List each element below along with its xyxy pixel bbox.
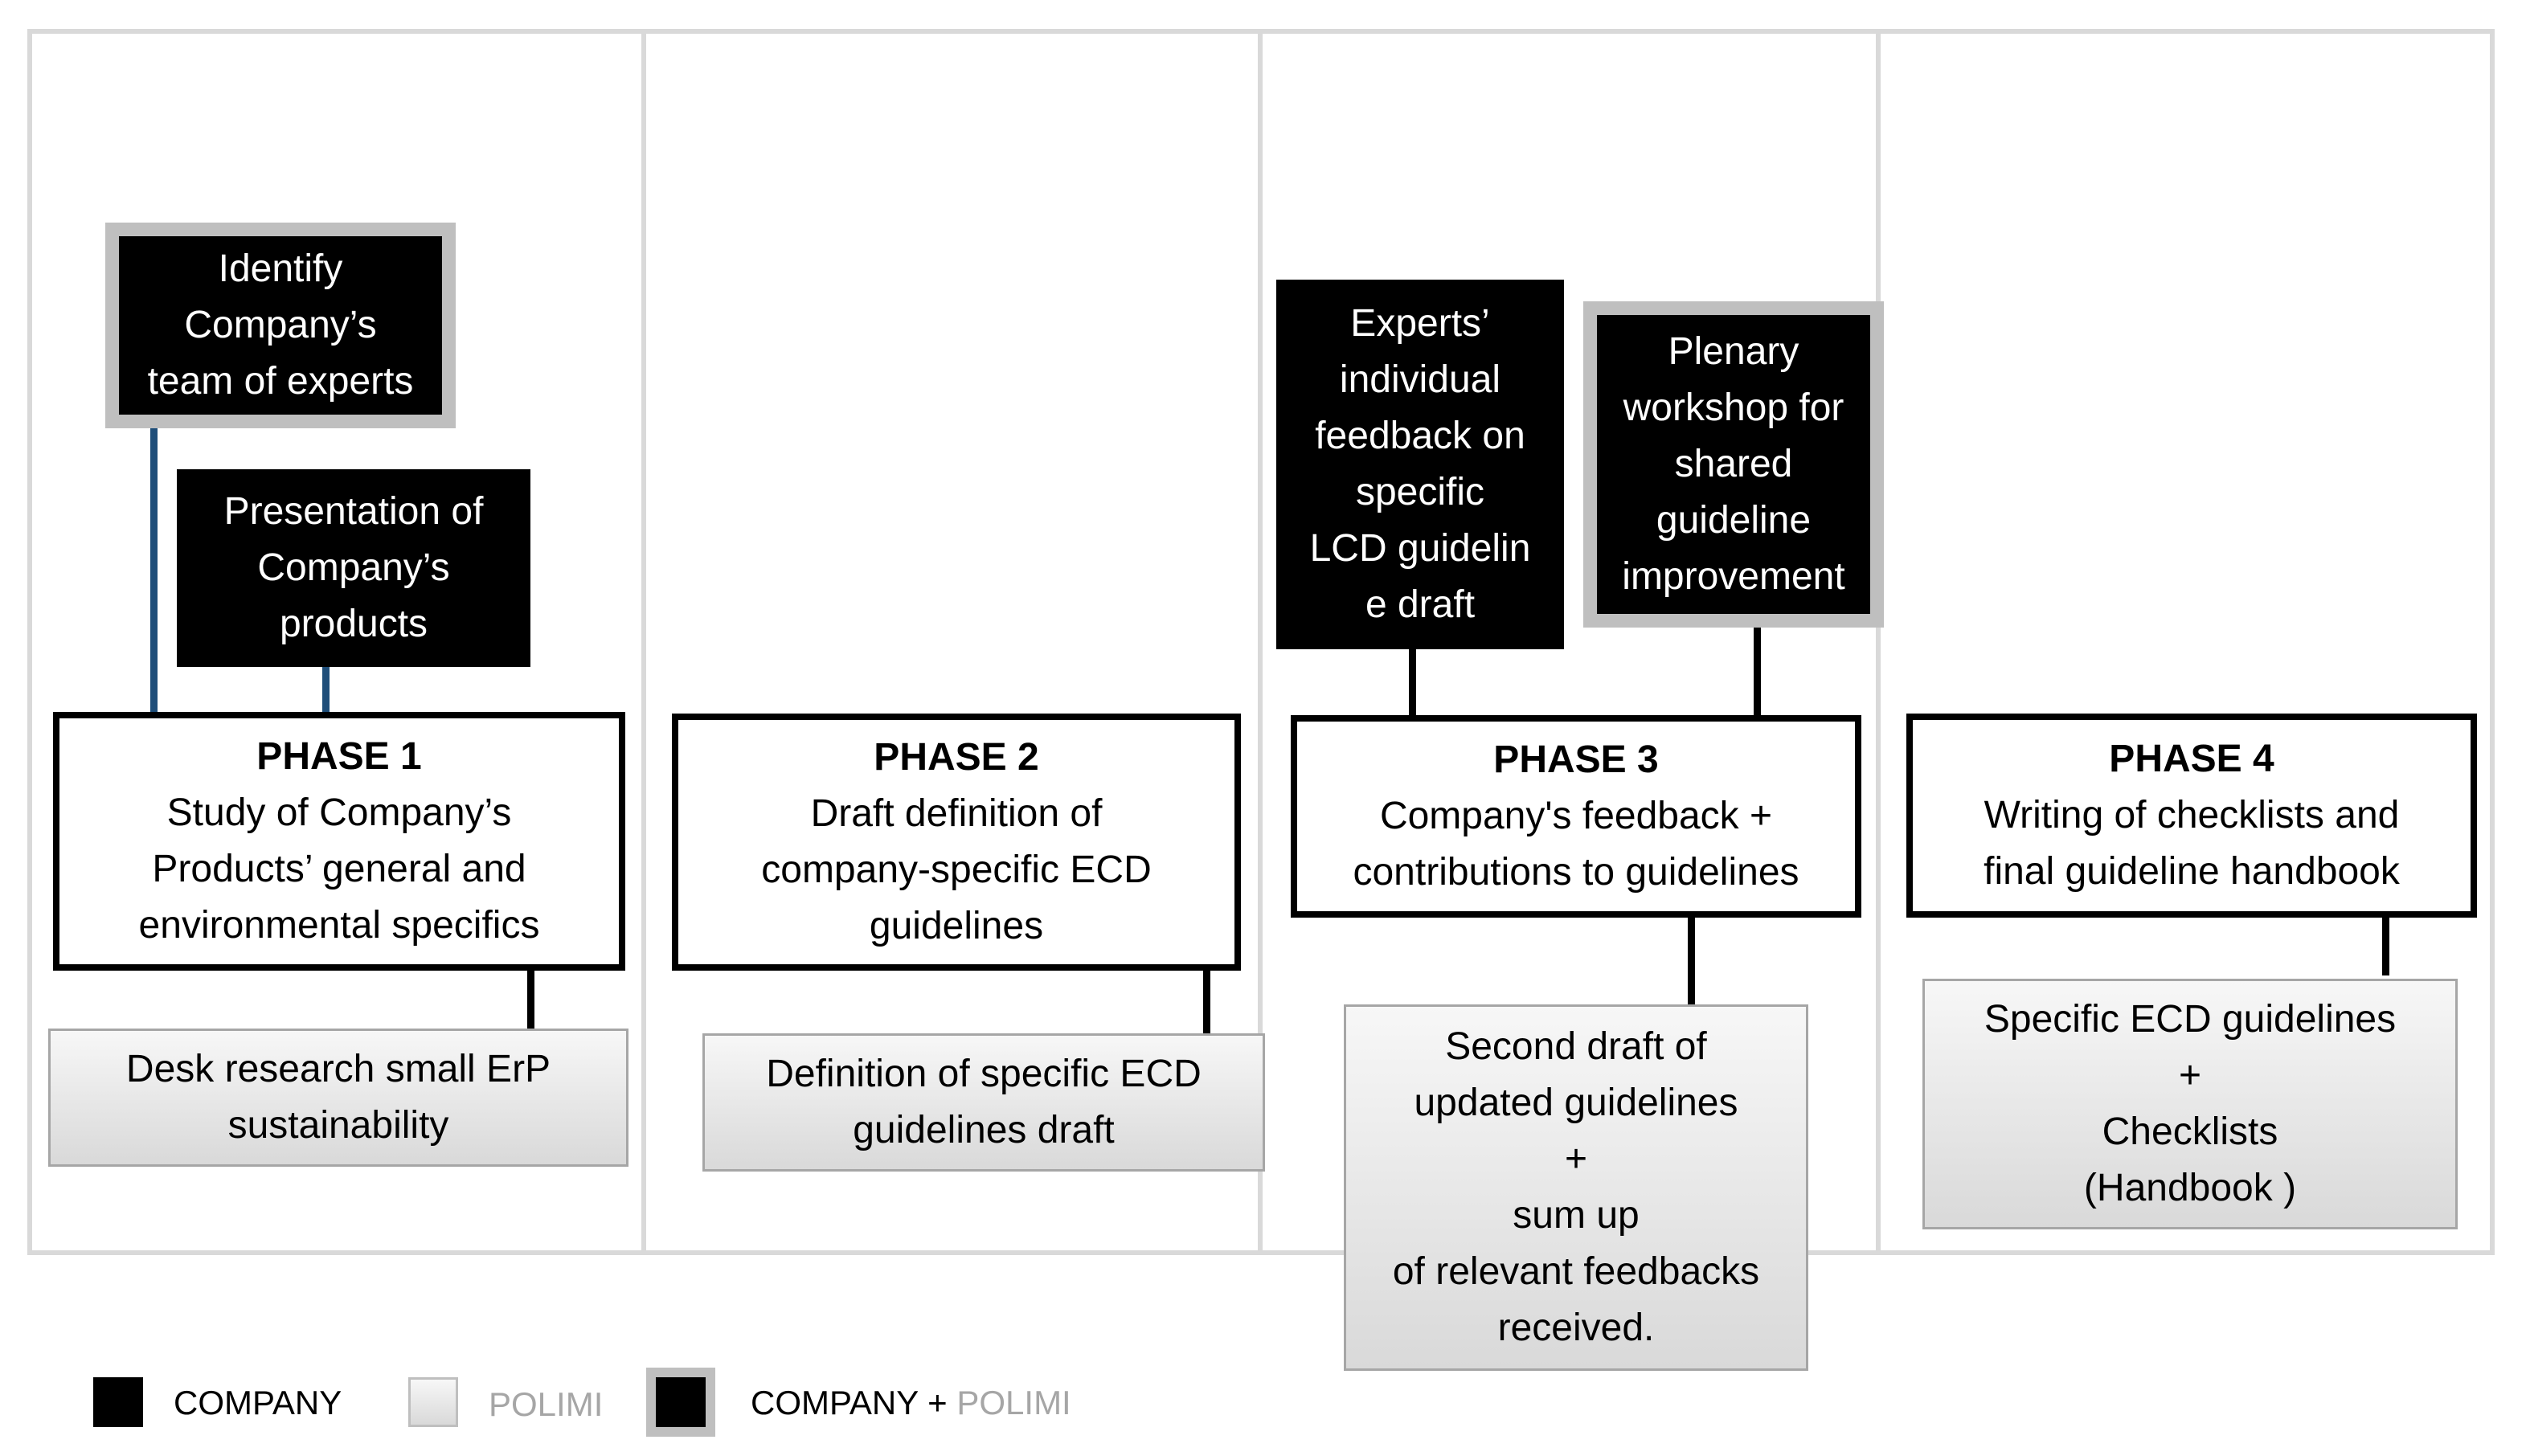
output-text-line: Checklists [2102,1110,2278,1153]
phase-description-line: guidelines [869,905,1044,947]
output-text-line: received. [1497,1307,1655,1349]
connector-phase3-to-second-draft [1688,911,1695,1006]
activity-text-line: workshop for [1623,386,1844,429]
phase-description-line: final guideline handbook [1984,850,2400,893]
phase-1-box: PHASE 1 Study of Company’s Products’ gen… [53,712,625,971]
legend-label-company: COMPANY [174,1384,342,1421]
legend-swatch-company [93,1377,143,1427]
connector-plenary-to-phase3 [1754,627,1761,715]
activity-text-line: Company’s [184,304,377,346]
activity-text-line: shared [1674,443,1793,485]
output-text-line: guidelines draft [853,1109,1115,1151]
connector-presentation-to-phase1 [322,654,330,712]
connector-phase1-to-desk [527,964,534,1051]
output-text-line: Desk research small ErP [125,1048,551,1090]
legend-label-joint: COMPANY + POLIMI [751,1379,1071,1427]
output-text-line: Second draft of [1445,1025,1707,1068]
connector-phase2-to-draft [1203,964,1210,1037]
phase-description-line: company-specific ECD [761,849,1152,891]
phase-description-line: environmental specifics [138,904,540,947]
phase-3-box: PHASE 3 Company's feedback + contributio… [1291,715,1861,918]
activity-experts-feedback: Experts’ individual feedback on specific… [1276,280,1564,649]
output-text-line: of relevant feedbacks [1392,1250,1760,1293]
output-ecd-draft: Definition of specific ECD guidelines dr… [702,1033,1265,1172]
activity-text-line: feedback on [1315,415,1525,457]
activity-plenary-workshop: Plenary workshop for shared guideline im… [1583,301,1884,628]
output-text-line: sum up [1513,1194,1640,1237]
phase-title: PHASE 4 [2109,738,2274,780]
activity-text-line: individual [1339,358,1501,401]
activity-presentation-products: Presentation of Company’s products [177,469,530,667]
output-second-draft: Second draft of updated guidelines + sum… [1344,1004,1808,1371]
phase-title: PHASE 3 [1493,738,1659,781]
activity-text-line: improvement [1622,555,1845,598]
activity-text-line: guideline [1656,499,1812,542]
activity-text-line: Identify [218,247,343,290]
phase-description-line: Products’ general and [152,848,526,890]
activity-text-line: LCD guidelin [1309,527,1531,570]
output-handbook: Specific ECD guidelines + Checklists (Ha… [1922,979,2458,1229]
activity-text-line: Presentation of [223,490,484,533]
connector-identify-to-phase1 [150,426,158,712]
column-divider-2 [1258,29,1263,1255]
output-text-line: + [1564,1138,1588,1180]
activity-identify-experts: Identify Company’s team of experts [105,223,456,428]
phase-description-line: Study of Company’s [166,791,512,834]
activity-text-line: specific [1355,471,1485,513]
output-text-line: updated guidelines [1414,1082,1738,1124]
output-text-line: sustainability [227,1104,449,1147]
activity-text-line: Experts’ [1350,302,1490,345]
legend-swatch-joint [646,1368,715,1437]
phase-description-line: Writing of checklists and [1984,794,2400,836]
phase-description-line: Company's feedback + [1379,795,1773,837]
phase-title: PHASE 2 [874,736,1039,779]
output-text-line: + [2178,1054,2202,1097]
legend-swatch-polimi [408,1377,458,1427]
column-divider-1 [641,29,646,1255]
activity-text-line: e draft [1365,583,1476,626]
legend-label-joint-polimi: POLIMI [956,1384,1071,1421]
connector-phase4-to-handbook [2382,911,2389,975]
phase-2-box: PHASE 2 Draft definition of company-spec… [672,714,1241,971]
activity-text-line: Company’s [257,546,450,589]
legend-label-joint-company: COMPANY + [751,1384,948,1421]
output-text-line: (Handbook ) [2083,1167,2297,1209]
phase-4-box: PHASE 4 Writing of checklists and final … [1906,714,2477,918]
connector-experts-to-phase3 [1409,643,1416,715]
column-divider-3 [1876,29,1881,1255]
activity-text-line: team of experts [147,360,414,403]
output-text-line: Specific ECD guidelines [1984,998,2397,1041]
legend-label-polimi: POLIMI [489,1385,604,1423]
phase-description-line: Draft definition of [810,792,1103,835]
activity-text-line: Plenary [1668,330,1799,373]
phase-title: PHASE 1 [256,735,422,778]
output-desk-research: Desk research small ErP sustainability [48,1029,628,1167]
output-text-line: Definition of specific ECD [766,1053,1202,1095]
phase-description-line: contributions to guidelines [1353,851,1799,894]
activity-text-line: products [279,603,428,645]
